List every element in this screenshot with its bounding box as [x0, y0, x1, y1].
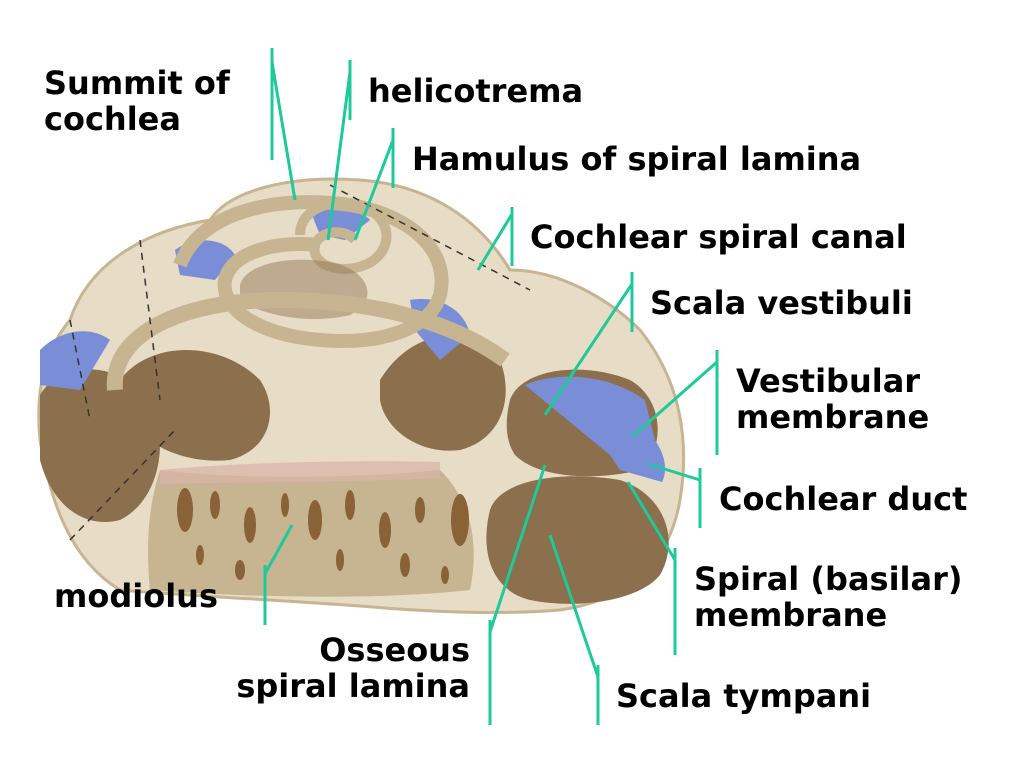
label-osseous-line2: spiral lamina [236, 667, 470, 705]
leader-helicotrema-pointer [326, 71, 352, 241]
label-scala-tympani: Scala tympani [616, 677, 872, 715]
middle-turn-rim [106, 291, 510, 391]
leader-cochlear-duct-pointer [647, 462, 701, 482]
label-summit-of-cochlea: Summit of cochlea [44, 65, 230, 137]
modiolus-band [160, 461, 440, 484]
label-vestibular-line1: Vestibular [736, 362, 921, 400]
leader-osseous-lamina-pointer [488, 464, 547, 633]
middle-turn-right-cavity [380, 335, 506, 451]
label-helicotrema: helicotrema [368, 72, 584, 110]
modiolus-pores [177, 488, 469, 584]
dashed-axis-lines [69, 184, 531, 541]
label-summit-line2: cochlea [44, 100, 181, 138]
leader-modiolus-pointer [263, 524, 294, 575]
label-summit-line1: Summit of [44, 64, 230, 102]
cochlear-duct-shape [610, 440, 666, 482]
leader-basilar-pointer [626, 481, 677, 561]
leader-scala-vestibuli-pointer [543, 283, 634, 416]
leader-summit-pointer [270, 61, 297, 201]
scala-tympani-cavity [486, 476, 669, 604]
leader-cochlear-canal-pointer [476, 213, 514, 271]
label-vestibular-membrane: Vestibular membrane [736, 363, 929, 435]
label-hamulus: Hamulus of spiral lamina [412, 140, 862, 178]
leader-lines [263, 48, 719, 725]
leader-vestibular-membrane-pointer [631, 360, 718, 439]
label-osseous-line1: Osseous [319, 631, 470, 669]
leader-scala-tympani-pointer [548, 534, 600, 678]
membrane-left [40, 331, 110, 390]
label-osseous-spiral-lamina: Osseous spiral lamina [212, 632, 470, 704]
label-cochlear-duct: Cochlear duct [719, 480, 968, 518]
label-basilar-line1: Spiral (basilar) [694, 560, 963, 598]
leader-hamulus-pointer [353, 139, 395, 241]
label-cochlear-spiral-canal: Cochlear spiral canal [530, 218, 907, 256]
label-spiral-basilar-membrane: Spiral (basilar) membrane [694, 561, 963, 633]
label-basilar-line2: membrane [694, 596, 888, 634]
middle-turn-left-cavity [120, 350, 270, 461]
label-vestibular-line2: membrane [736, 398, 930, 436]
label-modiolus: modiolus [54, 577, 218, 615]
label-scala-vestibuli: Scala vestibuli [650, 284, 913, 322]
